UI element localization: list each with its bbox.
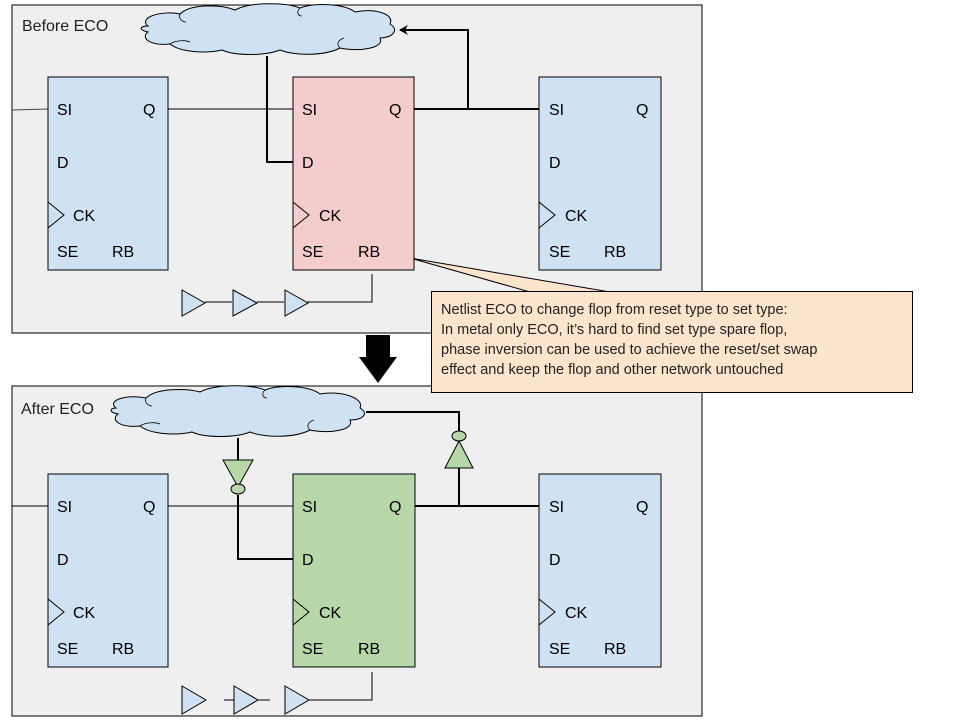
clock-pin-icon [47,201,65,229]
buffer-icon [233,685,259,715]
inverter-icon [222,459,254,495]
panel-title: After ECO [21,401,94,418]
logic-cloud [110,385,365,437]
pin-q: Q [389,102,401,119]
pin-d: D [549,552,561,569]
clock-pin-icon [538,598,556,626]
pin-ck: CK [73,605,96,622]
pin-si: SI [57,102,72,119]
wire-buffer-to-rb [307,274,373,303]
pin-q: Q [143,499,155,516]
wire-q-feedback-to-cloud [399,25,469,109]
note-line: In metal only ECO, it’s hard to find set… [441,322,788,338]
pin-d: D [302,552,314,569]
pin-ck: CK [319,605,342,622]
wire-inv-to-cloud [366,411,460,431]
clock-pin-icon [292,201,310,229]
flop-right: SI Q D CK SE RB [538,76,662,271]
pin-ck: CK [319,208,342,225]
pin-q: Q [143,102,155,119]
pin-si: SI [302,499,317,516]
pin-se: SE [57,641,78,658]
pin-si: SI [57,499,72,516]
pin-ck: CK [565,208,588,225]
buffer-icon [181,289,207,317]
pin-ck: CK [565,605,588,622]
inverter-icon [444,430,474,469]
wire-cloud-to-d [266,56,293,163]
clock-pin-icon [47,598,65,626]
pin-rb: RB [604,641,626,658]
wire-si-in [11,108,49,111]
pin-d: D [302,155,314,172]
pin-rb: RB [112,641,134,658]
pin-si: SI [549,499,564,516]
pin-ck: CK [73,208,96,225]
logic-cloud [140,3,395,55]
pin-rb: RB [358,641,380,658]
flop-left: SI Q D CK SE RB [47,473,169,668]
down-arrow-icon [359,335,397,383]
callout-note: Netlist ECO to change flop from reset ty… [431,291,913,393]
note-line: phase inversion can be used to achieve t… [441,342,818,358]
pin-se: SE [302,641,323,658]
pin-rb: RB [604,244,626,261]
pin-rb: RB [112,244,134,261]
wire-inv-to-d [237,495,293,560]
buffer-icon [284,685,310,715]
clock-pin-icon [292,598,310,626]
pin-se: SE [302,244,323,261]
pin-se: SE [549,641,570,658]
buffer-icon [181,685,207,715]
clock-pin-icon [538,201,556,229]
note-line: Netlist ECO to change flop from reset ty… [441,302,788,318]
pin-rb: RB [358,244,380,261]
pin-d: D [57,155,69,172]
before-eco-panel: Before ECO SI Q D CK SE RB [11,3,703,334]
after-eco-panel: After ECO SI [11,385,703,717]
flop-left: SI Q D CK SE RB [47,76,169,271]
pin-si: SI [302,102,317,119]
pin-se: SE [57,244,78,261]
pin-q: Q [636,499,648,516]
buffer-icon [284,289,310,317]
panel-title: Before ECO [22,18,108,35]
pin-se: SE [549,244,570,261]
pin-si: SI [549,102,564,119]
note-line: effect and keep the flop and other netwo… [441,362,784,378]
flop-target-phase-inverted: SI Q D CK SE RB [292,473,416,668]
flop-target-reset: SI Q D CK SE RB [292,76,415,271]
flop-right: SI Q D CK SE RB [538,473,662,668]
pin-q: Q [636,102,648,119]
pin-q: Q [389,499,401,516]
pin-d: D [57,552,69,569]
pin-d: D [549,155,561,172]
buffer-icon [232,289,259,317]
